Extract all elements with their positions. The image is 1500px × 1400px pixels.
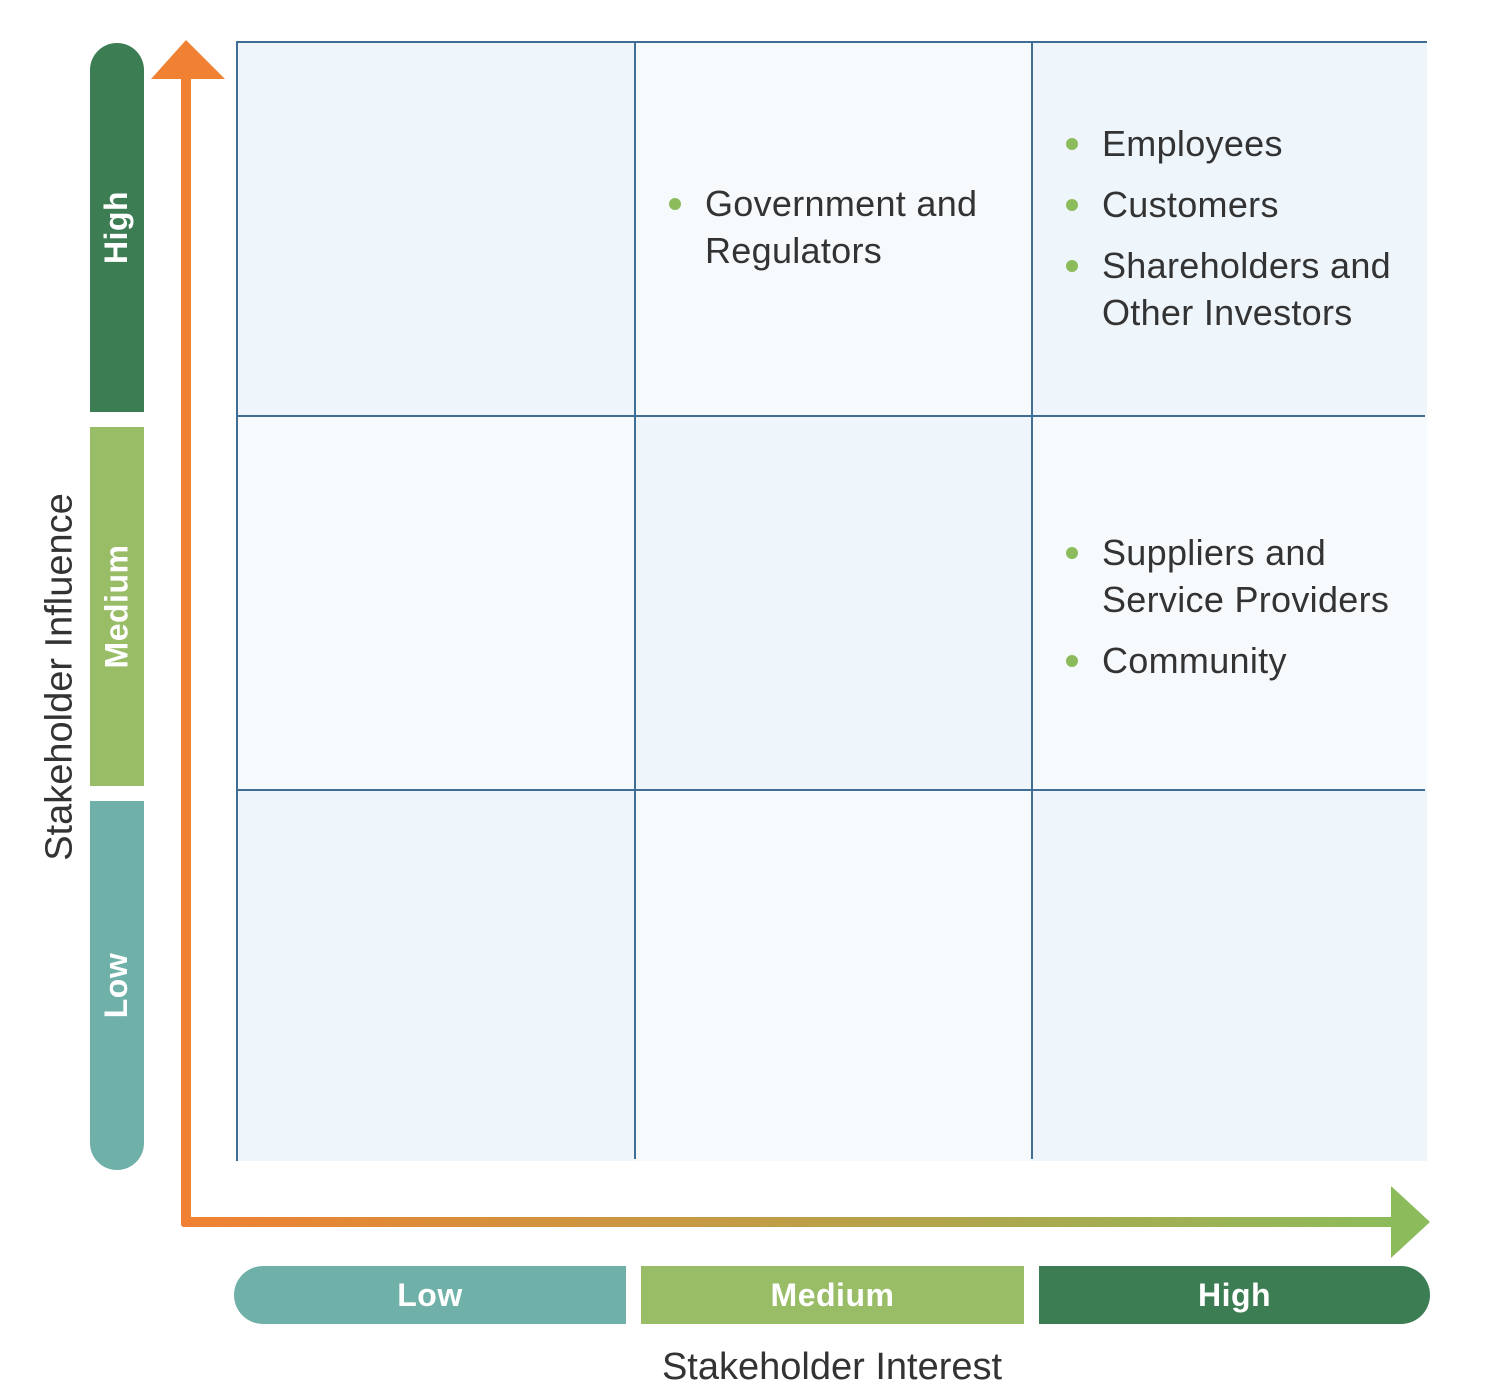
x-level-low-label: Low [397,1276,463,1313]
stakeholder-item-label: Suppliers and Service Providers [1102,532,1390,620]
stakeholder-item: Customers [1060,181,1391,228]
y-axis-arrow-shaft [181,74,191,1227]
stakeholder-item: Shareholders and Other Investors [1060,242,1391,336]
y-level-medium: Medium [90,427,144,786]
y-axis-arrowhead [151,40,225,79]
x-axis-arrow-shaft [181,1217,1396,1227]
grid-line-horizontal [238,789,1425,791]
bullet-dot-icon [1066,260,1078,272]
x-level-high: High [1039,1266,1430,1324]
y-level-high-label: High [98,190,135,265]
cell-low-low [238,790,635,1161]
grid-line-vertical [1031,43,1033,1159]
cell-high-low [238,43,635,416]
grid-line-vertical [634,43,636,1159]
bullet-dot-icon [1066,199,1078,211]
stakeholder-item: Community [1060,637,1389,684]
cell-low-medium [635,790,1032,1161]
y-level-low: Low [90,801,144,1170]
stakeholder-item: Employees [1060,120,1391,167]
grid-line-horizontal [238,415,1425,417]
x-axis-title: Stakeholder Interest [661,1346,1003,1388]
bullet-dot-icon [669,198,681,210]
stakeholder-item: Government and Regulators [663,180,977,274]
x-level-low: Low [234,1266,626,1324]
cell-high-medium: Government and Regulators [635,43,1032,416]
bullet-dot-icon [1066,138,1078,150]
stakeholder-item-label: Employees [1102,123,1283,164]
x-level-medium-label: Medium [770,1276,895,1313]
y-level-high: High [90,43,144,412]
stakeholder-item-label: Government and Regulators [705,183,978,271]
stakeholder-item-label: Customers [1102,184,1279,225]
cell-high-medium-list: Government and Regulators [663,180,977,288]
bullet-dot-icon [1066,655,1078,667]
y-axis-title-text: Stakeholder Influence [38,493,81,861]
y-level-medium-label: Medium [98,544,135,669]
bullet-dot-icon [1066,547,1078,559]
stakeholder-item: Suppliers and Service Providers [1060,529,1389,623]
x-level-medium: Medium [641,1266,1024,1324]
cell-medium-medium [635,416,1032,790]
x-axis-arrowhead [1391,1186,1430,1258]
cell-medium-low [238,416,635,790]
stakeholder-item-label: Shareholders and Other Investors [1102,245,1392,333]
cell-low-high [1032,790,1427,1161]
x-level-high-label: High [1197,1276,1272,1313]
y-level-low-label: Low [98,952,135,1019]
stakeholder-item-label: Community [1102,640,1287,681]
